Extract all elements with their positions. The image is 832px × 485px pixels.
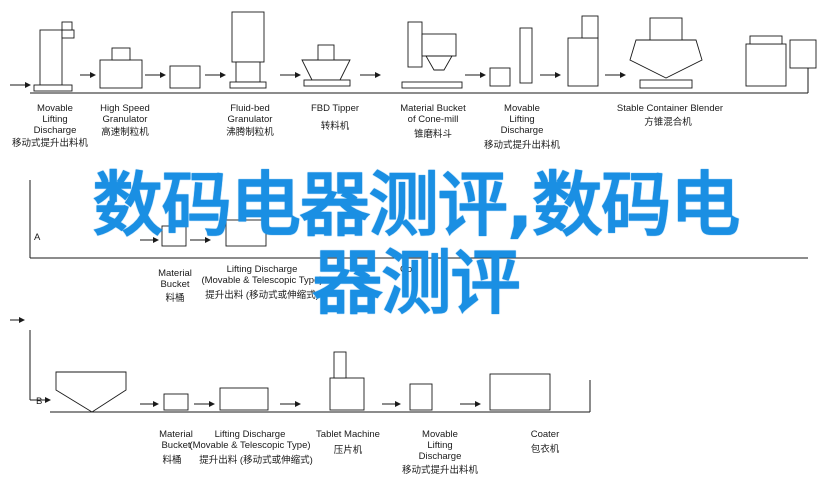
label-r3-movable: Movable bbox=[422, 429, 458, 440]
marker-b: B bbox=[36, 396, 42, 407]
label-zh-high-speed: 高速制粒机 bbox=[101, 126, 149, 138]
label-r3-zh-bucket: 料桶 bbox=[162, 454, 181, 466]
fluid-bed-granulator-machine bbox=[229, 11, 267, 89]
label-r3-discharge: Discharge bbox=[419, 451, 462, 462]
label-r2-material: Material bbox=[158, 268, 192, 279]
movable-lifting-discharge-machine-r3 bbox=[409, 383, 433, 411]
label-r2-telescopic: (Movable & Telescopic Type) bbox=[201, 275, 322, 286]
movable-lifting-discharge-machine-2 bbox=[489, 27, 533, 87]
label-zh-cone-mill: 锥磨料斗 bbox=[414, 128, 452, 140]
label-r2-lifting-discharge: Lifting Discharge bbox=[227, 264, 298, 275]
fbd-tipper-machine bbox=[301, 44, 351, 87]
label-high-speed: High Speed bbox=[100, 103, 150, 114]
label-fluid-bed: Fluid-bed bbox=[230, 103, 270, 114]
label-zh-tablet: 压片机 bbox=[334, 444, 363, 456]
row2-labels: Material Bucket 料桶 Lifting Discharge (Mo… bbox=[158, 264, 418, 304]
label-stable-blender: Stable Container Blender bbox=[617, 103, 723, 114]
blender-machine-r3 bbox=[55, 371, 127, 413]
label-r1-discharge: Discharge bbox=[34, 125, 77, 136]
label-zh-fbd-tipper: 转料机 bbox=[321, 120, 350, 132]
row3-machines bbox=[55, 351, 551, 413]
material-bucket-icon-r1 bbox=[169, 65, 201, 89]
lifting-discharge-machine-r3 bbox=[219, 387, 269, 411]
label-r3-zh-lifting: 提升出料 (移动式或伸缩式) bbox=[199, 454, 312, 466]
label-r1-lifting: Lifting bbox=[42, 114, 67, 125]
tablet-machine bbox=[329, 377, 365, 411]
label-fluid-granulator: Granulator bbox=[228, 114, 273, 125]
label-r3-zh-movable: 移动式提升出料机 bbox=[402, 464, 479, 476]
label-r3-lifting-discharge: Lifting Discharge bbox=[215, 429, 286, 440]
label-r1-zh-movable: 移动式提升出料机 bbox=[12, 137, 89, 149]
label-zh-fluid-bed: 沸腾制粒机 bbox=[226, 126, 274, 138]
label-r2-zh-lifting: 提升出料 (移动式或伸缩式) bbox=[205, 289, 318, 301]
container-cabinet-machine bbox=[745, 35, 817, 87]
label-r1b-movable: Movable bbox=[504, 103, 540, 114]
label-r2-bucket: Bucket bbox=[160, 279, 189, 290]
stable-container-blender-machine bbox=[629, 17, 703, 89]
marker-a: A bbox=[34, 232, 41, 243]
label-r1b-discharge: Discharge bbox=[501, 125, 544, 136]
label-r1b-zh-movable: 移动式提升出料机 bbox=[484, 139, 561, 151]
label-material-bucket: Material Bucket bbox=[400, 103, 466, 114]
label-r3-bucket: Bucket bbox=[161, 440, 190, 451]
label-coater: Coater bbox=[531, 429, 560, 440]
high-speed-granulator-machine bbox=[99, 47, 143, 89]
row1-labels: Movable Lifting Discharge 移动式提升出料机 High … bbox=[12, 103, 723, 151]
row3-labels: Material Bucket 料桶 Lifting Discharge (Mo… bbox=[159, 429, 560, 476]
label-r2-coater-partial: Coa bbox=[400, 264, 418, 275]
label-tablet-machine: Tablet Machine bbox=[316, 429, 380, 440]
overlay-title-line2: 器测评 bbox=[312, 242, 521, 324]
label-zh-coater: 包衣机 bbox=[531, 443, 560, 455]
label-r2-zh-bucket: 料桶 bbox=[165, 292, 184, 304]
row2-flow: A bbox=[29, 180, 808, 259]
label-of-cone-mill: of Cone-mill bbox=[408, 114, 459, 125]
material-bucket-icon-r1b bbox=[567, 15, 599, 87]
label-fbd-tipper: FBD Tipper bbox=[311, 103, 359, 114]
label-r3-material: Material bbox=[159, 429, 193, 440]
row1-flow-line bbox=[10, 60, 809, 94]
label-r3-lifting: Lifting bbox=[427, 440, 452, 451]
label-zh-stable-blender: 方锥混合机 bbox=[644, 116, 692, 128]
material-bucket-icon-r3 bbox=[163, 393, 189, 411]
row3-flow: B bbox=[29, 330, 591, 413]
movable-lifting-discharge-machine-1 bbox=[33, 21, 75, 92]
material-bucket-of-cone-mill-machine bbox=[401, 21, 463, 89]
material-bucket-icon-r2 bbox=[161, 225, 187, 247]
label-granulator: Granulator bbox=[103, 114, 148, 125]
overlay-title-line1: 数码电器测评,数码电 bbox=[92, 164, 741, 246]
coater-machine bbox=[489, 373, 551, 411]
label-r3-telescopic: (Movable & Telescopic Type) bbox=[189, 440, 310, 451]
label-r1-movable: Movable bbox=[37, 103, 73, 114]
label-r1b-lifting: Lifting bbox=[509, 114, 534, 125]
lifting-discharge-machine-r2 bbox=[225, 219, 267, 247]
